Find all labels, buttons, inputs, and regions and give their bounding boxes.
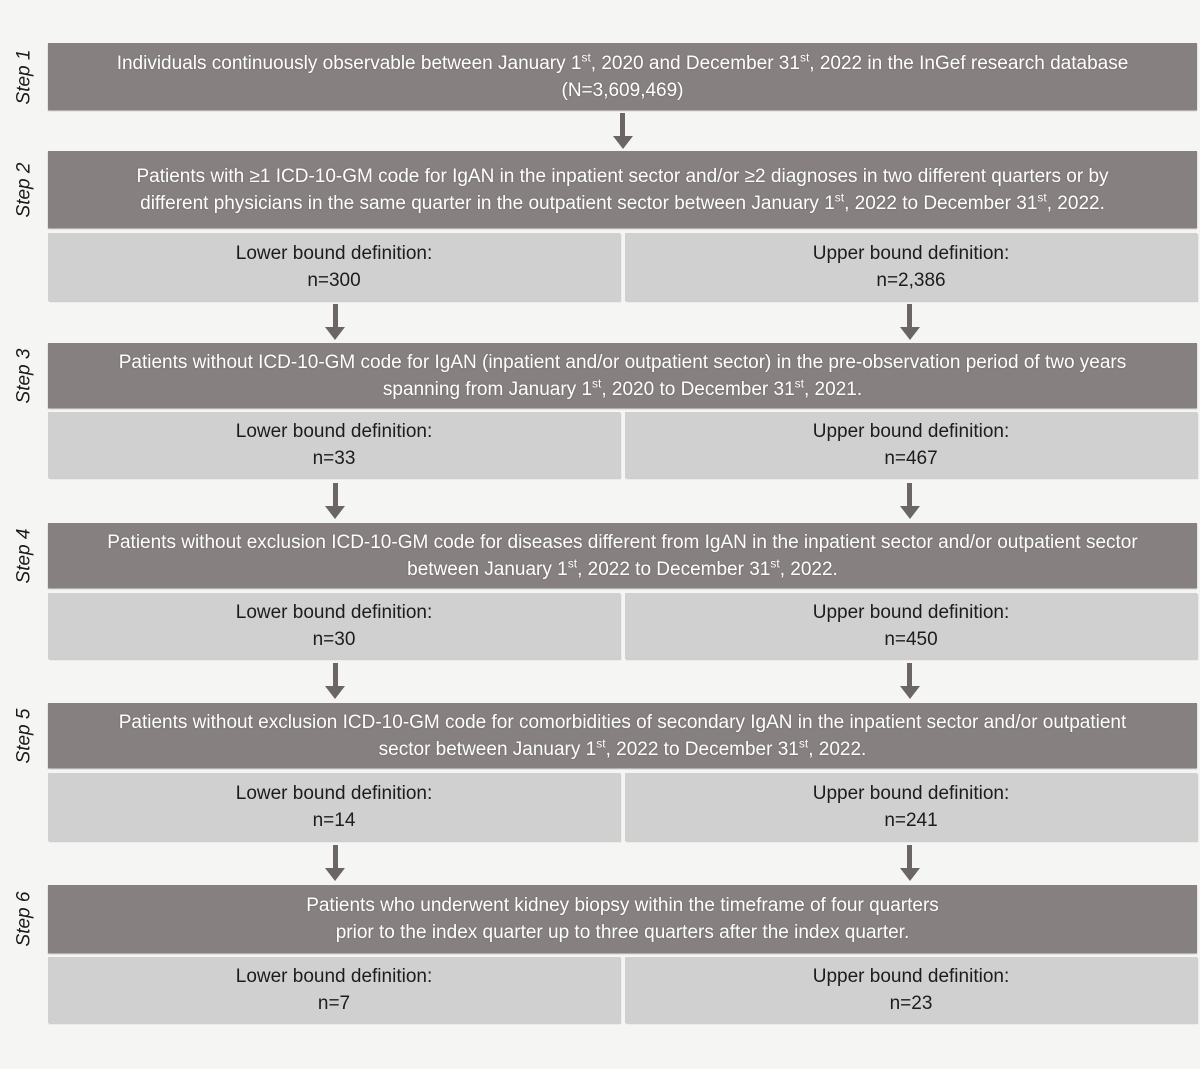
down-arrow-icon xyxy=(899,845,920,881)
arrow-stem xyxy=(332,482,338,506)
step-3: Step 3 Patients without ICD-10-GM code f… xyxy=(13,343,1197,478)
down-arrow-icon xyxy=(899,482,920,519)
upper-bound-title: Upper bound definition: xyxy=(812,421,1010,442)
down-arrow-icon xyxy=(899,304,920,340)
step-3-lower-bound-box: Lower bound definition: n=33 xyxy=(48,412,620,478)
step-3-label: Step 3 xyxy=(0,343,48,408)
upper-bound-arrow-slot xyxy=(623,304,1198,340)
lower-bound-title: Lower bound definition: xyxy=(235,966,433,987)
step-label-text: Step 5 xyxy=(13,708,34,763)
step-label-text: Step 6 xyxy=(13,891,34,947)
step-2: Step 2 Patients with ≥1 ICD-10-GM code f… xyxy=(13,151,1197,301)
down-arrow-icon xyxy=(325,482,346,519)
upper-bound-arrow-slot xyxy=(623,663,1198,699)
step-label-text: Step 1 xyxy=(13,49,34,104)
step-6-bounds-row: Lower bound definition: n=7 Upper bound … xyxy=(48,957,1197,1023)
step-5: Step 5 Patients without exclusion ICD-10… xyxy=(13,703,1197,841)
arrow-stem xyxy=(907,482,913,506)
down-arrow-icon xyxy=(899,663,920,699)
step-5-lower-bound-box: Lower bound definition: n=14 xyxy=(48,773,620,841)
down-arrow-icon xyxy=(325,845,346,881)
step-5-bounds-row: Lower bound definition: n=14 Upper bound… xyxy=(48,773,1197,841)
step-1-description-box: Individuals continuously observable betw… xyxy=(48,43,1197,110)
lower-bound-title: Lower bound definition: xyxy=(235,421,433,442)
arrow-zone-step4-step5 xyxy=(48,659,1197,703)
lower-bound-value: n=7 xyxy=(317,993,351,1014)
step-4-description-box: Patients without exclusion ICD-10-GM cod… xyxy=(48,523,1197,588)
step-6-lower-bound-box: Lower bound definition: n=7 xyxy=(48,957,620,1023)
step-1: Step 1 Individuals continuously observab… xyxy=(13,43,1197,110)
arrow-stem xyxy=(332,845,338,868)
step-5-label: Step 5 xyxy=(0,703,48,768)
down-arrow-icon xyxy=(325,304,346,340)
upper-bound-arrow-slot xyxy=(623,482,1198,519)
arrow-stem xyxy=(620,112,625,136)
step-4-lower-bound-box: Lower bound definition: n=30 xyxy=(48,593,620,659)
upper-bound-arrow-slot xyxy=(623,845,1198,881)
arrow-zone-step2-step3 xyxy=(48,301,1197,343)
arrow-head xyxy=(325,868,346,881)
lower-bound-title: Lower bound definition: xyxy=(235,602,433,623)
step-6-label: Step 6 xyxy=(0,885,48,953)
step-label-text: Step 4 xyxy=(13,528,34,583)
arrow-head xyxy=(899,868,920,881)
upper-bound-title: Upper bound definition: xyxy=(812,783,1010,804)
step-3-bounds-row: Lower bound definition: n=33 Upper bound… xyxy=(48,412,1197,478)
upper-bound-title: Upper bound definition: xyxy=(812,243,1010,264)
arrow-head xyxy=(325,327,346,340)
step-1-label: Step 1 xyxy=(0,43,48,110)
step-6-description-box: Patients who underwent kidney biopsy wit… xyxy=(48,885,1197,953)
step-6-upper-bound-box: Upper bound definition: n=23 xyxy=(625,957,1197,1023)
upper-bound-value: n=467 xyxy=(884,448,938,469)
upper-bound-title: Upper bound definition: xyxy=(812,966,1010,987)
arrow-zone-step5-step6 xyxy=(48,841,1197,885)
lower-bound-value: n=30 xyxy=(312,629,356,650)
step-6: Step 6 Patients who underwent kidney bio… xyxy=(13,885,1197,1023)
arrow-head xyxy=(325,505,346,519)
step-2-upper-bound-box: Upper bound definition: n=2,386 xyxy=(625,233,1197,301)
step-5-upper-bound-box: Upper bound definition: n=241 xyxy=(625,773,1197,841)
step-2-bounds-row: Lower bound definition: n=300 Upper boun… xyxy=(48,233,1197,301)
upper-bound-value: n=23 xyxy=(889,993,933,1014)
arrow-stem xyxy=(907,663,913,686)
arrow-head xyxy=(899,505,920,519)
step-label-text: Step 2 xyxy=(13,162,34,217)
step-label-text: Step 3 xyxy=(13,348,34,403)
upper-bound-value: n=450 xyxy=(884,629,938,650)
arrow-stem xyxy=(332,663,338,686)
step-2-description-box: Patients with ≥1 ICD-10-GM code for IgAN… xyxy=(48,151,1197,228)
lower-bound-value: n=300 xyxy=(307,270,361,291)
arrow-head xyxy=(325,686,346,699)
step-3-upper-bound-box: Upper bound definition: n=467 xyxy=(625,412,1197,478)
arrow-stem xyxy=(332,304,338,327)
lower-bound-value: n=14 xyxy=(312,810,356,831)
arrow-stem xyxy=(907,845,913,868)
lower-bound-arrow-slot xyxy=(48,304,623,340)
lower-bound-value: n=33 xyxy=(312,448,356,469)
arrow-zone-step3-step4 xyxy=(48,478,1197,523)
upper-bound-value: n=241 xyxy=(884,810,938,831)
down-arrow-icon xyxy=(325,663,346,699)
step-4-bounds-row: Lower bound definition: n=30 Upper bound… xyxy=(48,593,1197,659)
step-5-description-box: Patients without exclusion ICD-10-GM cod… xyxy=(48,703,1197,768)
arrow-head xyxy=(899,327,920,340)
step-3-description-box: Patients without ICD-10-GM code for IgAN… xyxy=(48,343,1197,408)
upper-bound-value: n=2,386 xyxy=(876,270,946,291)
arrow-head xyxy=(899,686,920,699)
arrow-zone-step1-step2 xyxy=(48,110,1197,151)
lower-bound-arrow-slot xyxy=(48,482,623,519)
upper-bound-title: Upper bound definition: xyxy=(812,602,1010,623)
step-2-lower-bound-box: Lower bound definition: n=300 xyxy=(48,233,620,301)
lower-bound-arrow-slot xyxy=(48,663,623,699)
step-4-upper-bound-box: Upper bound definition: n=450 xyxy=(625,593,1197,659)
down-arrow-icon xyxy=(612,112,633,149)
lower-bound-arrow-slot xyxy=(48,845,623,881)
arrow-stem xyxy=(907,304,913,327)
lower-bound-title: Lower bound definition: xyxy=(235,243,433,264)
lower-bound-title: Lower bound definition: xyxy=(235,783,433,804)
step-2-label: Step 2 xyxy=(0,151,48,228)
step-4: Step 4 Patients without exclusion ICD-10… xyxy=(13,523,1197,659)
arrow-head xyxy=(612,135,633,149)
step-4-label: Step 4 xyxy=(0,523,48,588)
